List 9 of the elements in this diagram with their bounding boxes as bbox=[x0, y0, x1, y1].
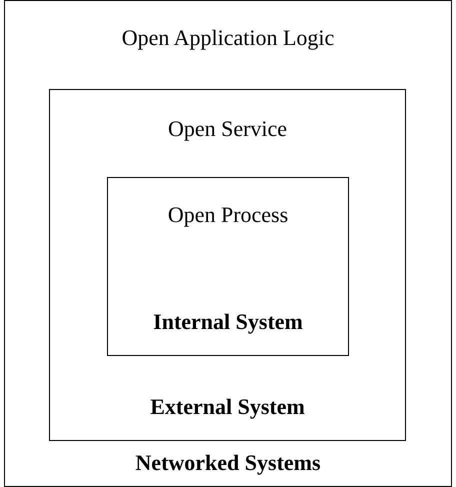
system-label: External System bbox=[150, 394, 305, 420]
box-heading: Open Application Logic bbox=[122, 25, 334, 51]
system-label: Internal System bbox=[153, 309, 303, 335]
box-heading: Open Service bbox=[168, 116, 288, 142]
box-heading: Open Process bbox=[168, 202, 288, 228]
nested-box bbox=[107, 177, 349, 356]
system-label: Networked Systems bbox=[135, 450, 321, 476]
nested-box bbox=[49, 89, 406, 441]
nested-box bbox=[4, 0, 452, 487]
